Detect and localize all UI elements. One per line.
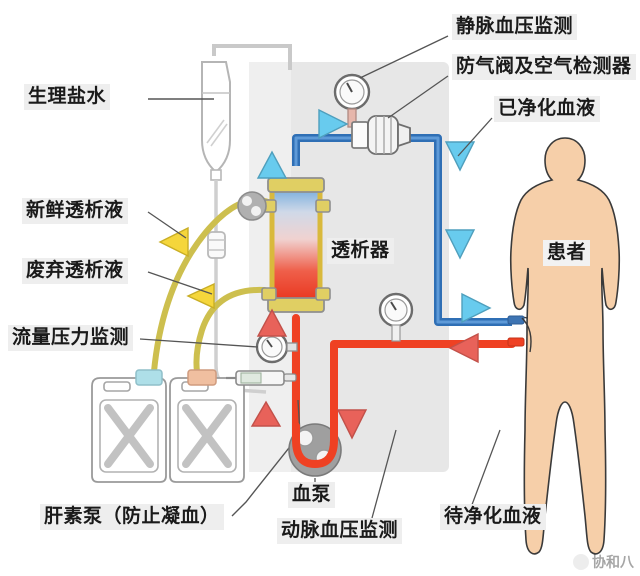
leader-unpurified-blood xyxy=(469,429,501,511)
label-flow-pressure-monitor: 流量压力监测 xyxy=(8,325,134,351)
arrow-blue-down-mid xyxy=(444,229,476,260)
venous-pressure-gauge-icon xyxy=(333,73,371,128)
air-trap-detector-icon xyxy=(351,115,411,155)
arrow-red-down-pump xyxy=(336,409,368,440)
label-purified-blood: 已净化血液 xyxy=(494,96,600,122)
leader-flow-pressure xyxy=(139,338,259,348)
label-dialyzer: 透析器 xyxy=(327,238,394,264)
heparin-leader-line xyxy=(231,399,301,517)
label-unpurified-blood: 待净化血液 xyxy=(440,504,546,530)
dialyzer-cartridge-icon xyxy=(261,177,331,313)
dialysate-jug-fresh xyxy=(91,369,167,483)
label-waste-dialysate: 废弃透析液 xyxy=(22,258,128,284)
leader-purified-blood xyxy=(457,117,493,157)
arrow-red-left-patient xyxy=(448,332,479,364)
jug-cap-waste xyxy=(187,369,217,386)
arrow-blue-right-top xyxy=(318,108,349,140)
label-saline: 生理盐水 xyxy=(24,84,111,110)
flow-pressure-gauge-icon xyxy=(255,330,298,364)
patient-silhouette-icon xyxy=(507,137,621,555)
label-air-valve-detector: 防气阀及空气检测器 xyxy=(452,54,636,80)
label-venous-pressure-monitor: 静脉血压监测 xyxy=(452,14,578,40)
leader-air-detector xyxy=(387,75,449,119)
watermark-text: 协和八 xyxy=(592,555,634,571)
arterial-pressure-gauge-icon xyxy=(378,292,414,342)
arrow-blue-up-dialyzer xyxy=(256,150,288,179)
leader-waste-dialysate xyxy=(147,271,213,295)
label-heparin-pump: 肝素泵（防止凝血） xyxy=(40,504,224,530)
wechat-avatar-icon xyxy=(573,554,589,570)
dialysate-jug-waste xyxy=(169,369,245,483)
jug-cap-fresh xyxy=(135,369,163,386)
dialysate-valve-icon xyxy=(237,191,267,221)
roller-pump-icon xyxy=(288,422,342,477)
drip-chamber-icon xyxy=(207,231,226,259)
watermark: 协和八 xyxy=(573,552,634,572)
arrow-blue-right-patient xyxy=(461,292,492,324)
leader-venous-pressure xyxy=(359,35,449,79)
label-patient: 患者 xyxy=(543,240,591,266)
label-fresh-dialysate: 新鲜透析液 xyxy=(22,198,128,224)
waste-dialysate-tube xyxy=(193,286,293,387)
leader-fresh-dialysate xyxy=(147,211,187,239)
label-blood-pump: 血泵 xyxy=(288,482,336,508)
iv-bag-icon xyxy=(201,61,231,181)
iv-pole-bracket xyxy=(212,44,292,70)
arrow-red-up-dialyzer xyxy=(256,308,288,337)
arrow-yellow-fresh-dialysate xyxy=(158,226,189,258)
arrow-blue-down-upper xyxy=(444,141,476,172)
heparin-syringe-icon xyxy=(226,370,297,386)
label-arterial-pressure-monitor: 动脉血压监测 xyxy=(277,518,403,544)
arrow-red-up-dialyzer-lower xyxy=(250,400,282,427)
leader-arterial-pressure xyxy=(371,429,397,519)
